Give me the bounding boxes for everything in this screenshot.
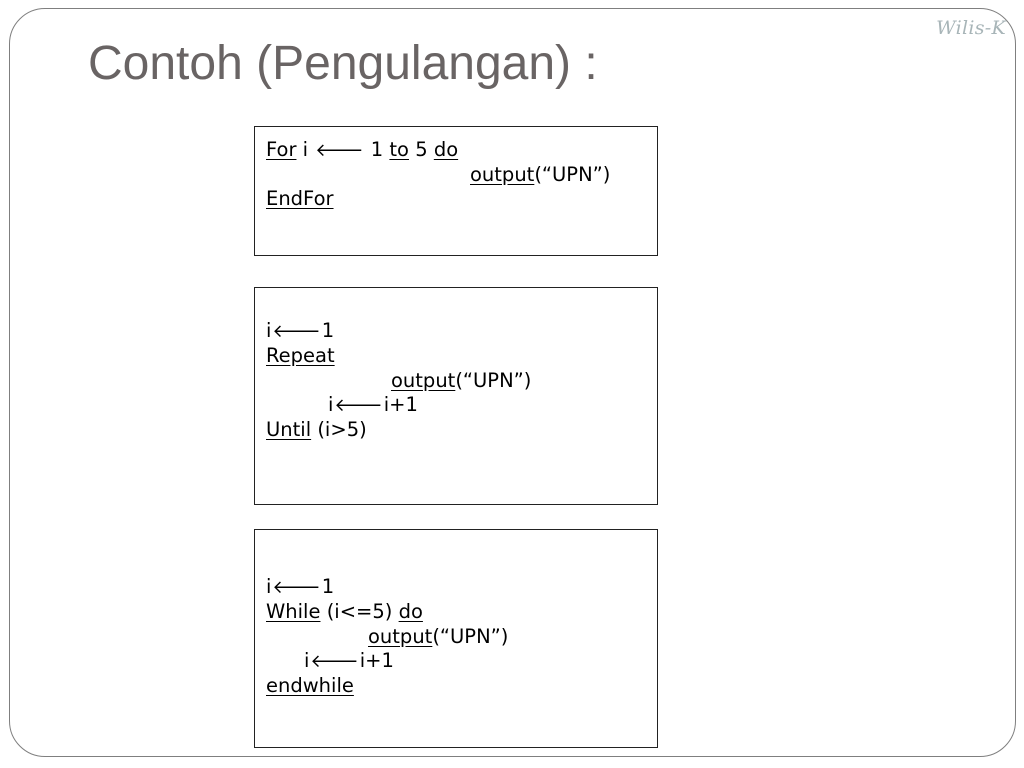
keyword-while: While: [266, 600, 321, 623]
keyword-for: For: [266, 138, 297, 161]
repeat-loop-code-box: i🡐1 Repeat output(“UPN”) i🡐i+1 Until (i>…: [254, 287, 658, 505]
for-output-line: output(“UPN”): [470, 165, 610, 185]
output-argument: (“UPN”): [455, 369, 532, 392]
while-loop-code-box: i🡐1 While (i<=5) do output(“UPN”) i🡐i+1 …: [254, 529, 658, 748]
watermark: Wilis-K: [936, 17, 1006, 39]
page-title: Contoh (Pengulangan) :: [88, 37, 598, 90]
init-variable: i: [266, 319, 272, 342]
left-arrow-icon: 🡐: [310, 651, 359, 672]
keyword-until: Until: [266, 418, 312, 441]
for-end-line: EndFor: [266, 189, 334, 209]
init-value: 1: [321, 575, 335, 598]
while-init-line: i🡐1: [266, 577, 334, 597]
until-condition: (i>5): [317, 418, 367, 441]
left-arrow-icon: 🡐: [272, 321, 321, 342]
output-argument: (“UPN”): [534, 163, 611, 186]
endwhile-line: endwhile: [266, 676, 354, 696]
for-loop-code-box: For i 🡐 1 to 5 do output(“UPN”) EndFor: [254, 126, 658, 256]
for-header-line: For i 🡐 1 to 5 do: [266, 140, 458, 160]
repeat-init-line: i🡐1: [266, 321, 334, 341]
increment-expression: i+1: [383, 393, 418, 416]
keyword-output: output: [368, 625, 433, 648]
left-arrow-icon: 🡐: [315, 140, 364, 161]
while-condition: (i<=5): [326, 600, 393, 623]
keyword-repeat: Repeat: [266, 344, 335, 367]
loop-variable: i: [302, 138, 309, 161]
increment-variable: i: [328, 393, 334, 416]
repeat-keyword-line: Repeat: [266, 346, 335, 366]
repeat-increment-line: i🡐i+1: [328, 395, 418, 415]
loop-start-value: 1: [370, 138, 384, 161]
keyword-to: to: [389, 138, 409, 161]
loop-end-value: 5: [415, 138, 428, 161]
until-line: Until (i>5): [266, 420, 367, 440]
keyword-do: do: [398, 600, 423, 623]
increment-expression: i+1: [359, 649, 394, 672]
while-increment-line: i🡐i+1: [304, 651, 394, 671]
while-output-line: output(“UPN”): [368, 627, 508, 647]
repeat-output-line: output(“UPN”): [391, 371, 531, 391]
keyword-do: do: [433, 138, 459, 161]
keyword-endfor: EndFor: [266, 187, 334, 210]
keyword-output: output: [391, 369, 456, 392]
left-arrow-icon: 🡐: [272, 577, 321, 598]
keyword-endwhile: endwhile: [266, 674, 354, 697]
init-value: 1: [321, 319, 335, 342]
increment-variable: i: [304, 649, 310, 672]
init-variable: i: [266, 575, 272, 598]
while-header-line: While (i<=5) do: [266, 602, 423, 622]
keyword-output: output: [470, 163, 535, 186]
output-argument: (“UPN”): [432, 625, 509, 648]
left-arrow-icon: 🡐: [334, 395, 383, 416]
